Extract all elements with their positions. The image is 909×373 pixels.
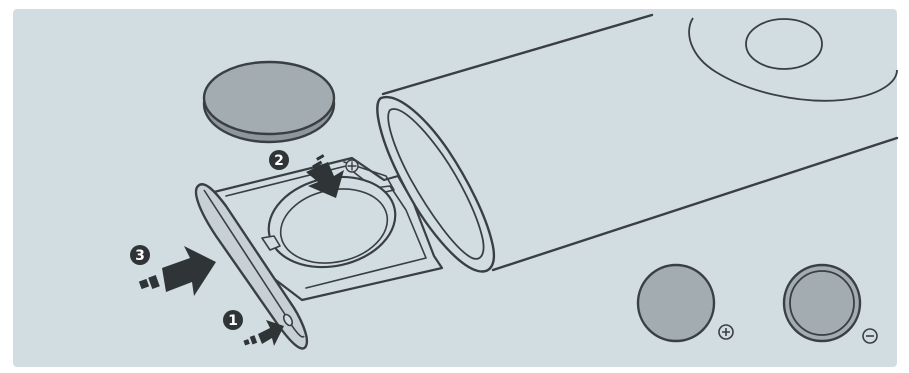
step-badge-2-label: 2	[274, 153, 284, 169]
step-badge-1-label: 1	[228, 313, 238, 329]
coin-cell-battery-loose	[204, 62, 334, 142]
step-badge-3-label: 3	[135, 248, 145, 264]
step-badge-3: 3	[130, 245, 150, 265]
step-badge-1: 1	[223, 310, 243, 330]
step-badge-2: 2	[269, 150, 289, 170]
